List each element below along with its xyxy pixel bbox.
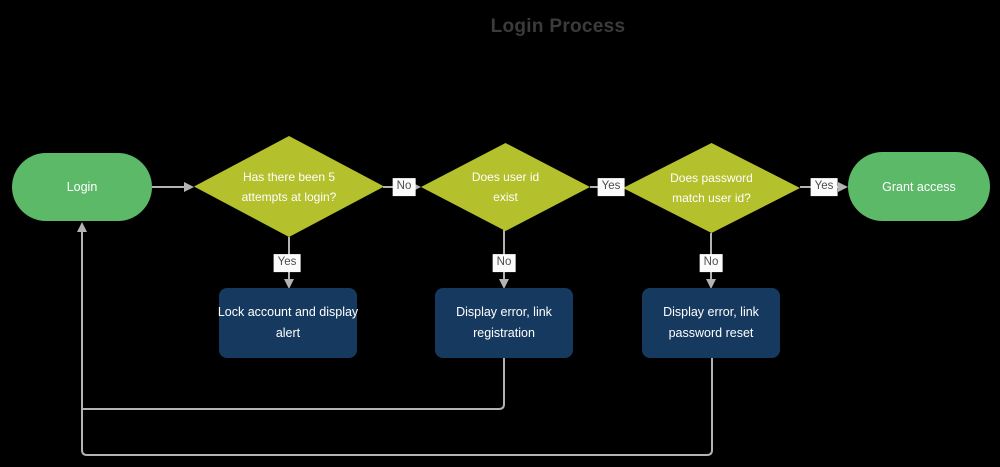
process-error-password-reset: Display error, link password reset	[642, 288, 780, 358]
connector-registration-loopback	[82, 358, 505, 410]
node-login-label: Login	[66, 180, 98, 194]
decision-attempts-line1: Has there been 5	[242, 169, 336, 184]
edge-label-yes-below-attempts: Yes	[273, 254, 301, 272]
connector-reset-loopback-to-login	[81, 232, 713, 456]
edge-label-no-after-attempts: No	[392, 178, 416, 196]
edge-label-yes-after-password: Yes	[810, 178, 838, 196]
arrowhead-into-attempts	[184, 182, 194, 192]
edge-label-yes-after-userid: Yes	[597, 178, 625, 196]
process-error-registration: Display error, link registration	[435, 288, 573, 358]
process-error-registration-line2: registration	[473, 326, 535, 340]
arrowhead-into-lock	[284, 279, 294, 289]
arrowhead-into-error-registration	[499, 279, 509, 289]
arrowhead-into-grant	[838, 182, 848, 192]
arrowhead-into-error-reset	[706, 279, 716, 289]
process-lock-account: Lock account and display alert	[217, 288, 359, 358]
process-error-password-reset-line1: Display error, link	[663, 305, 759, 319]
decision-password-line1: Does password	[670, 171, 753, 185]
node-grant-access: Grant access	[848, 152, 990, 221]
edge-label-no-below-password: No	[699, 254, 723, 272]
decision-password-line2: match user id?	[672, 191, 751, 205]
process-error-registration-line1: Display error, link	[456, 305, 552, 319]
process-lock-account-line2: alert	[275, 326, 301, 340]
decision-userid-line2: exist	[493, 190, 518, 204]
decision-userid-line1: Does user id	[471, 170, 540, 184]
diagram-title: Login Process	[490, 16, 626, 37]
arrowhead-into-login	[77, 222, 87, 232]
decision-attempts-line2: attempts at login?	[241, 189, 337, 204]
process-lock-account-line1: Lock account and display	[217, 305, 359, 319]
process-error-password-reset-line2: password reset	[668, 326, 754, 340]
edge-label-no-below-userid: No	[492, 254, 516, 272]
node-grant-access-label: Grant access	[882, 179, 956, 194]
node-login: Login	[12, 153, 152, 221]
